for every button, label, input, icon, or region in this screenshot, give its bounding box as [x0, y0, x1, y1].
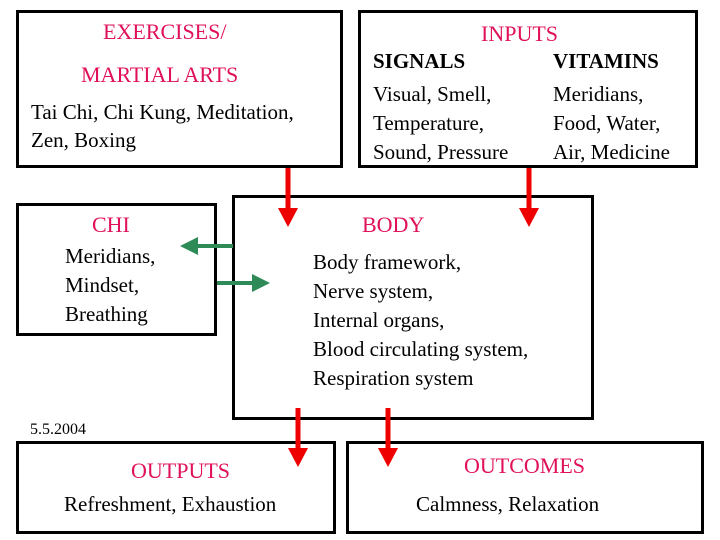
chi-item: Breathing — [65, 302, 148, 326]
exercises-title-line1: EXERCISES/ — [103, 19, 227, 44]
signals-item: Temperature, — [373, 111, 485, 135]
exercises-title-line2: MARTIAL ARTS — [81, 62, 239, 87]
vitamins-item: Food, Water, — [553, 111, 661, 135]
exercises-text-line1: Tai Chi, Chi Kung, Meditation, — [31, 100, 294, 124]
body-item: Blood circulating system, — [313, 337, 529, 361]
body-title: BODY — [362, 212, 425, 237]
signals-item: Visual, Smell, — [373, 82, 492, 106]
outputs-title: OUTPUTS — [131, 458, 231, 483]
exercises-text-line2: Zen, Boxing — [31, 128, 136, 152]
chi-list: Meridians, Mindset, Breathing — [65, 242, 155, 329]
chi-item: Meridians, — [65, 244, 156, 268]
body-list: Body framework, Nerve system, Internal o… — [313, 248, 528, 393]
outcomes-box: OUTCOMES Calmness, Relaxation — [346, 441, 704, 534]
chi-title: CHI — [92, 212, 130, 237]
vitamins-heading: VITAMINS — [553, 49, 659, 73]
inputs-box: INPUTS SIGNALS Visual, Smell, Temperatur… — [358, 10, 698, 168]
outputs-box: OUTPUTS Refreshment, Exhaustion — [16, 441, 336, 534]
body-item: Body framework, — [313, 250, 462, 274]
vitamins-item: Meridians, — [553, 82, 644, 106]
exercises-box: EXERCISES/ MARTIAL ARTS Tai Chi, Chi Kun… — [16, 10, 343, 168]
outcomes-title: OUTCOMES — [464, 453, 586, 478]
signals-heading: SIGNALS — [373, 49, 466, 73]
signals-item: Sound, Pressure — [373, 140, 509, 164]
signals-list: Visual, Smell, Temperature, Sound, Press… — [373, 80, 508, 167]
body-box: BODY Body framework, Nerve system, Inter… — [232, 195, 594, 420]
vitamins-item: Air, Medicine — [553, 140, 670, 164]
body-item: Internal organs, — [313, 308, 445, 332]
chi-box: CHI Meridians, Mindset, Breathing — [16, 203, 217, 336]
vitamins-list: Meridians, Food, Water, Air, Medicine — [553, 80, 670, 167]
body-item: Nerve system, — [313, 279, 434, 303]
chi-item: Mindset, — [65, 273, 140, 297]
body-item: Respiration system — [313, 366, 474, 390]
outcomes-text: Calmness, Relaxation — [416, 492, 600, 516]
date-label: 5.5.2004 — [30, 421, 86, 438]
outputs-text: Refreshment, Exhaustion — [64, 492, 277, 516]
inputs-title: INPUTS — [481, 21, 559, 46]
